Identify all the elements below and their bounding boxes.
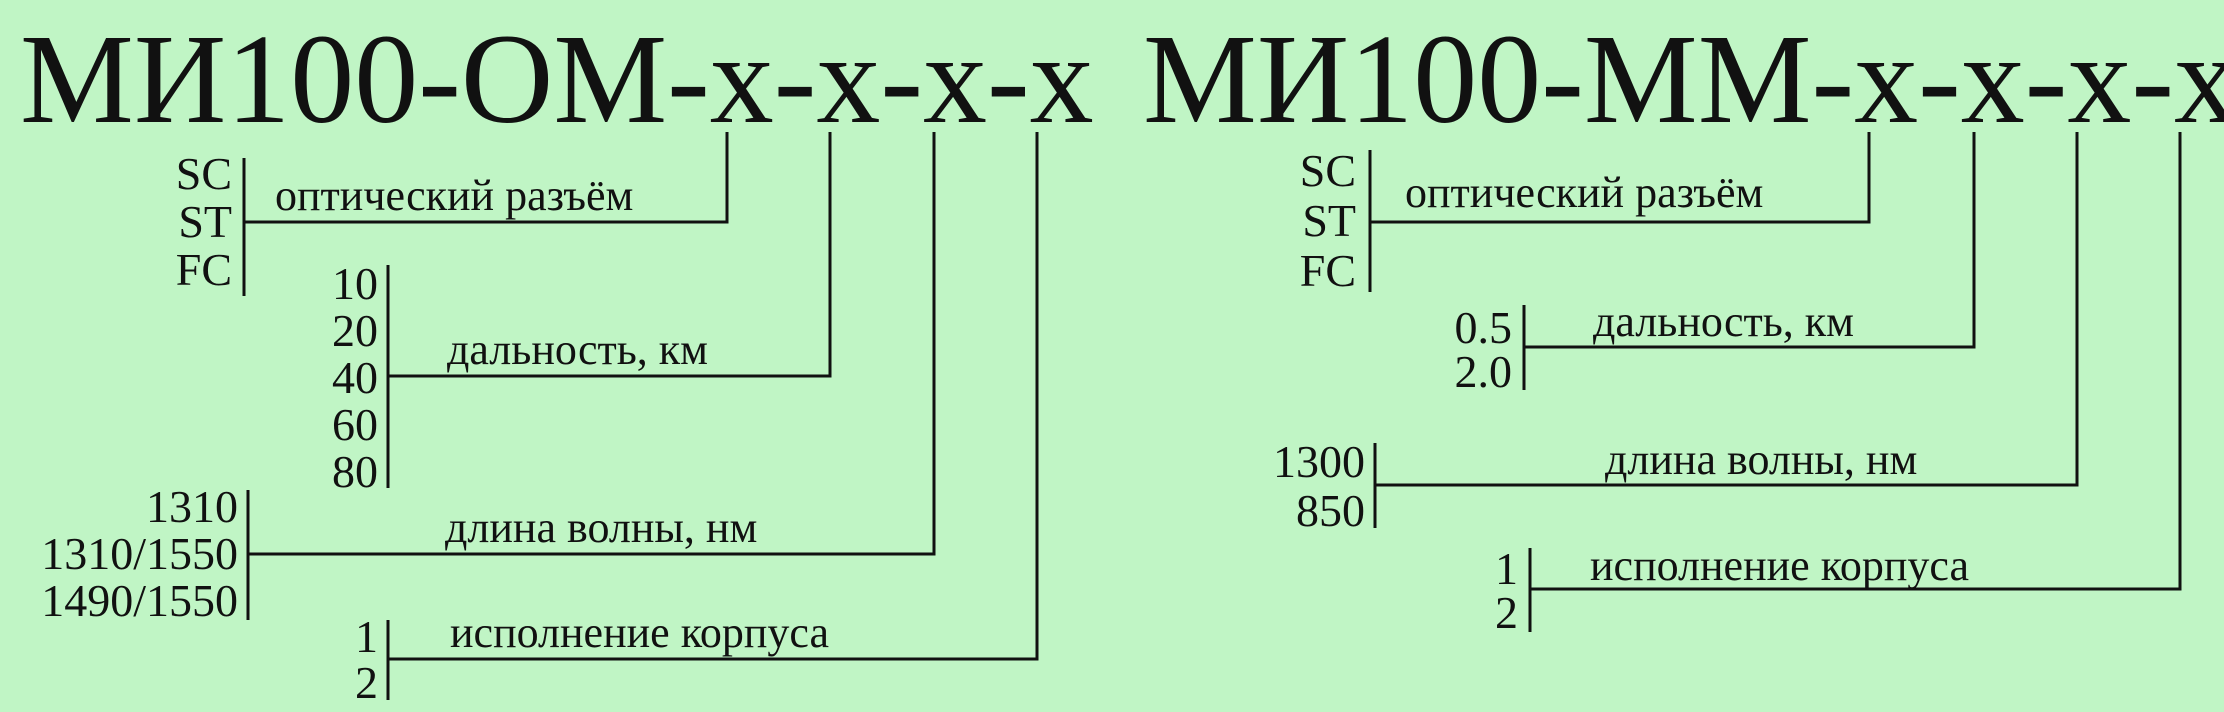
- right-group-1-option-1: 2.0: [1455, 346, 1513, 397]
- right-code-diagram: МИ100-ММ-x-x-x-x оптический разъём SC ST…: [1143, 8, 2224, 638]
- left-group-2-label: длина волны, нм: [445, 503, 757, 552]
- left-group-1-option-1: 20: [332, 305, 378, 356]
- left-group-1-leader: [388, 132, 832, 378]
- left-group-1-option-2: 40: [332, 352, 378, 403]
- right-group-3-leader: [1530, 132, 2182, 591]
- right-group-3-label: исполнение корпуса: [1590, 541, 1969, 590]
- right-group-0-option-1: ST: [1302, 195, 1356, 246]
- left-group-1-option-4: 80: [332, 446, 378, 497]
- left-group-2-option-1: 1310/1550: [41, 528, 238, 579]
- right-group-2-label: длина волны, нм: [1605, 435, 1917, 484]
- right-group-2-option-1: 850: [1296, 485, 1365, 536]
- left-product-code: МИ100-ОМ-x-x-x-x: [20, 8, 1094, 150]
- left-code-diagram: МИ100-ОМ-x-x-x-x оптический разъём SC ST…: [20, 8, 1094, 708]
- left-group-1-option-0: 10: [332, 258, 378, 309]
- left-group-3-option-1: 2: [355, 657, 378, 708]
- left-group-2-leader: [248, 132, 936, 556]
- left-group-0-label: оптический разъём: [275, 171, 633, 220]
- left-group-1-option-3: 60: [332, 399, 378, 450]
- right-group-0-option-0: SC: [1300, 145, 1356, 196]
- right-group-2-leader: [1375, 132, 2079, 487]
- right-group-0-leader: [1370, 132, 1871, 224]
- left-group-1-label: дальность, км: [447, 325, 708, 374]
- right-group-0-label: оптический разъём: [1405, 168, 1763, 217]
- left-group-3-leader: [388, 132, 1039, 661]
- right-group-2-option-0: 1300: [1273, 436, 1365, 487]
- left-group-0-option-1: ST: [178, 196, 232, 247]
- right-product-code: МИ100-ММ-x-x-x-x: [1143, 8, 2224, 150]
- left-group-0-option-0: SC: [176, 148, 232, 199]
- right-group-1-option-0: 0.5: [1455, 302, 1513, 353]
- right-group-0-option-2: FC: [1300, 245, 1356, 296]
- left-group-0-option-2: FC: [176, 244, 232, 295]
- left-group-2-option-0: 1310: [146, 481, 238, 532]
- right-group-1-label: дальность, км: [1593, 297, 1854, 346]
- right-group-3-option-0: 1: [1495, 543, 1518, 594]
- right-group-3-option-1: 2: [1495, 587, 1518, 638]
- left-group-0-leader: [244, 132, 729, 224]
- left-group-3-label: исполнение корпуса: [450, 608, 829, 657]
- left-group-3-option-0: 1: [355, 611, 378, 662]
- right-group-1-leader: [1524, 132, 1976, 349]
- left-group-2-option-2: 1490/1550: [41, 575, 238, 626]
